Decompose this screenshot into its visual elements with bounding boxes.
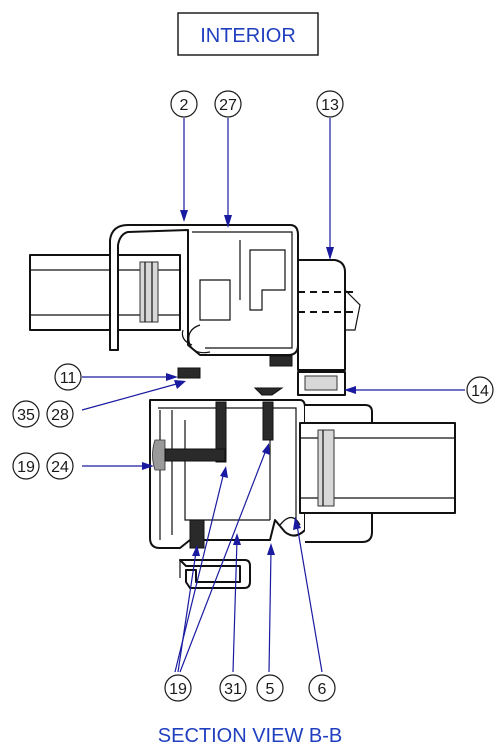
- handle-hardware: [297, 259, 361, 371]
- svg-text:14: 14: [471, 383, 489, 400]
- svg-text:27: 27: [219, 97, 237, 114]
- callout-19-bottom: 19: [164, 674, 192, 702]
- callout-5: 5: [256, 674, 284, 702]
- interior-label-box: INTERIOR: [177, 12, 319, 56]
- svg-text:35: 35: [17, 407, 35, 424]
- screws: [152, 401, 274, 549]
- callout-2: 2: [170, 90, 198, 118]
- upper-frame-profile: [109, 224, 299, 356]
- svg-text:6: 6: [318, 681, 327, 698]
- section-caption: SECTION VIEW B-B: [158, 725, 342, 747]
- bottom-clip: [179, 559, 251, 589]
- upper-glazing-unit: [29, 254, 181, 331]
- callout-35: 35: [12, 400, 40, 428]
- svg-text:13: 13: [321, 97, 339, 114]
- junction-fasteners: [177, 355, 293, 396]
- callout-11: 11: [54, 363, 82, 391]
- svg-text:31: 31: [224, 681, 242, 698]
- lower-glazing-unit: [299, 404, 456, 543]
- svg-text:11: 11: [60, 370, 77, 387]
- svg-text:19: 19: [169, 681, 187, 698]
- callout-13: 13: [316, 90, 344, 118]
- keeper-block: [297, 371, 346, 396]
- svg-text:24: 24: [51, 459, 69, 476]
- callout-31: 31: [219, 674, 247, 702]
- callout-28: 28: [46, 400, 74, 428]
- callout-14: 14: [466, 376, 494, 404]
- interior-label: INTERIOR: [200, 25, 296, 47]
- leader-lines: [81, 118, 465, 673]
- lower-frame-profile: [149, 399, 306, 549]
- svg-text:2: 2: [180, 97, 189, 114]
- callout-6: 6: [308, 674, 336, 702]
- callout-24: 24: [46, 452, 74, 480]
- callout-27: 27: [214, 90, 242, 118]
- svg-text:5: 5: [266, 681, 275, 698]
- svg-text:28: 28: [51, 407, 69, 424]
- callout-19-left: 19: [12, 452, 40, 480]
- svg-text:19: 19: [17, 459, 35, 476]
